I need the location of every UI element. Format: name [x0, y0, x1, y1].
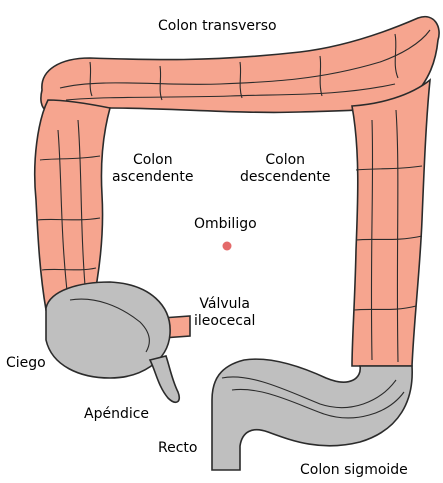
label-ileocecal-valve-line1: Válvula — [194, 296, 255, 313]
label-ascending-colon-line2: ascendente — [112, 169, 194, 186]
ascending-colon-shape — [35, 100, 110, 310]
label-ascending-colon: Colon ascendente — [112, 152, 194, 186]
label-descending-colon: Colon descendente — [240, 152, 330, 186]
label-cecum: Ciego — [6, 355, 46, 372]
navel-marker — [223, 242, 232, 251]
label-ileocecal-valve-line2: ileocecal — [194, 313, 255, 330]
label-descending-colon-line1: Colon — [240, 152, 330, 169]
label-appendix: Apéndice — [84, 406, 149, 423]
label-sigmoid-colon: Colon sigmoide — [300, 462, 408, 479]
label-transverse-colon: Colon transverso — [158, 18, 277, 35]
label-ileocecal-valve: Válvula ileocecal — [194, 296, 255, 330]
label-navel: Ombiligo — [194, 216, 257, 233]
label-rectum: Recto — [158, 440, 197, 457]
appendix-shape — [150, 356, 179, 402]
label-descending-colon-line2: descendente — [240, 169, 330, 186]
sigmoid-colon-shape — [212, 359, 412, 470]
descending-colon-shape — [352, 80, 430, 366]
label-ascending-colon-line1: Colon — [112, 152, 194, 169]
